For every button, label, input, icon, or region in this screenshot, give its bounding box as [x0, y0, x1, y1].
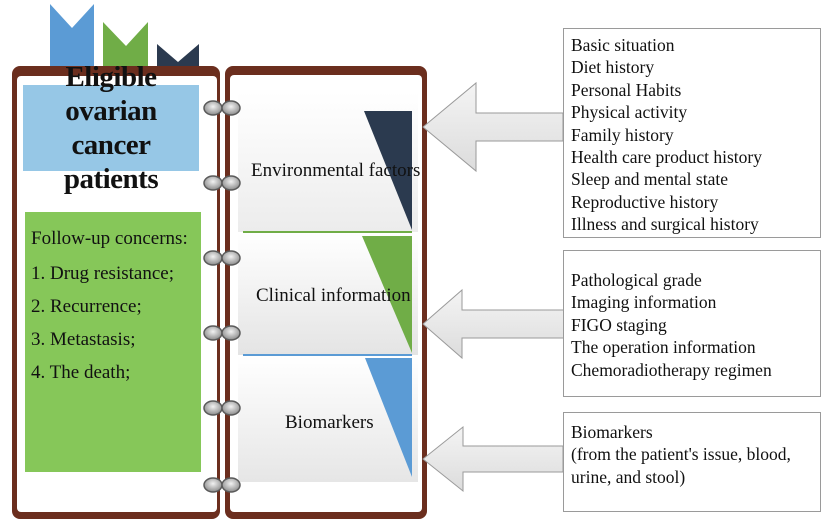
list-item: Chemoradiotherapy regimen — [571, 359, 772, 380]
list-item: Personal Habits — [571, 79, 682, 100]
list-item: urine, and stool) — [571, 466, 686, 487]
section-label-environmental: Environmental factors — [251, 160, 421, 181]
followup-item: 1. Drug resistance; — [31, 263, 174, 284]
arrow-environmental — [422, 81, 564, 173]
list-item: Illness and surgical history — [571, 214, 759, 235]
followup-item: 2. Recurrence; — [31, 296, 142, 317]
section-triangle-biomarkers — [365, 358, 412, 477]
list-item: Sleep and mental state — [571, 169, 728, 190]
list-item: Diet history — [571, 57, 655, 78]
biomarkers-panel: Biomarkers (from the patient's issue, bl… — [563, 412, 821, 512]
followup-item: 3. Metastasis; — [31, 329, 136, 350]
followup-item: 4. The death; — [31, 362, 131, 383]
followup-box: Follow-up concerns: 1. Drug resistance; … — [25, 212, 201, 472]
biomarkers-list: Biomarkers (from the patient's issue, bl… — [564, 413, 820, 488]
ribbon-green — [103, 22, 148, 76]
list-item: Family history — [571, 124, 674, 145]
list-item: (from the patient's issue, blood, — [571, 444, 791, 465]
list-item: Biomarkers — [571, 422, 653, 442]
section-triangle-environmental — [364, 111, 412, 230]
clinical-list: Pathological grade Imaging information F… — [564, 251, 820, 381]
arrow-clinical — [422, 288, 565, 360]
list-item: Physical activity — [571, 102, 688, 123]
list-item: Reproductive history — [571, 191, 719, 212]
section-label-clinical: Clinical information — [256, 285, 411, 306]
notebook-title: Eligible ovarian cancer patients — [63, 60, 159, 196]
environmental-panel: Basic situation Diet history Personal Ha… — [563, 28, 821, 238]
list-item: FIGO staging — [571, 314, 667, 335]
list-item: Imaging information — [571, 292, 717, 313]
list-item: Basic situation — [571, 35, 675, 55]
arrow-biomarkers — [422, 425, 564, 493]
environmental-list: Basic situation Diet history Personal Ha… — [564, 29, 820, 236]
ribbon-blue — [50, 4, 94, 76]
section-triangle-clinical — [362, 236, 412, 353]
clinical-panel: Pathological grade Imaging information F… — [563, 250, 821, 397]
list-item: Pathological grade — [571, 270, 702, 290]
followup-heading: Follow-up concerns: — [31, 228, 188, 249]
list-item: The operation information — [571, 337, 756, 358]
section-label-biomarkers: Biomarkers — [285, 412, 374, 433]
binder-rings — [203, 100, 241, 493]
title-box: Eligible ovarian cancer patients — [23, 61, 199, 195]
list-item: Health care product history — [571, 147, 762, 168]
followup-list: 1. Drug resistance; 2. Recurrence; 3. Me… — [31, 257, 174, 389]
